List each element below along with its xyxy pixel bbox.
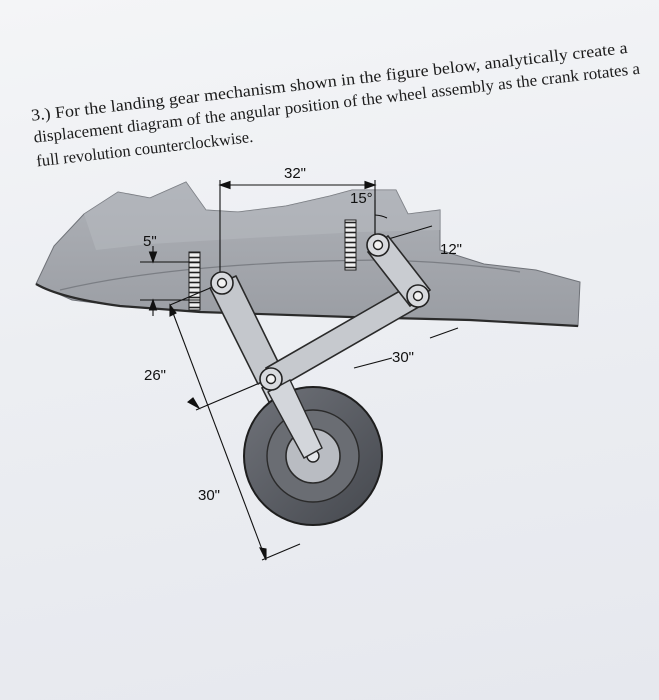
problem-statement: 3.) For the landing gear mechanism shown… [30,38,641,171]
dim-5: 5" [143,233,157,250]
pin-d [412,290,424,302]
dimension-lines [140,180,459,561]
dim-26: 26" [144,367,166,384]
dimension-labels: 32" 15° 5" 12" 30" 26" 30" [143,165,462,504]
dim-15-deg: 15° [350,190,373,207]
pin-b [372,239,384,251]
fork-front [267,379,323,459]
pin-a [216,277,228,289]
dim-12: 12" [440,241,462,258]
dim-30-link: 30" [392,349,414,366]
fuselage-top-panel [84,182,440,250]
dim-32: 32" [284,165,306,182]
wheel [243,386,383,526]
right-wall-mount [344,219,357,271]
pin-c [265,373,277,385]
joints [210,233,430,391]
dim-30-wheel: 30" [198,487,220,504]
fuselage-inner-curve [59,259,521,291]
left-wall-mount [188,251,201,311]
